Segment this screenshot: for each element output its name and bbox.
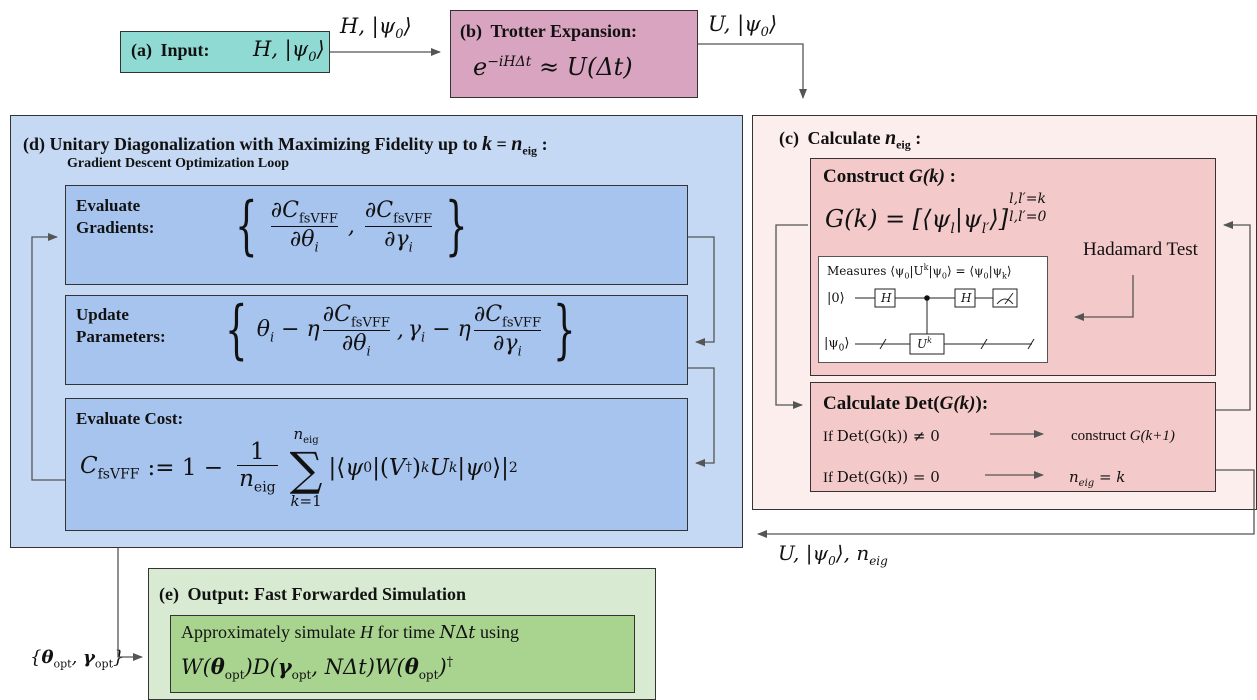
diagonalization-title: (d) Unitary Diagonalization with Maximiz… bbox=[23, 133, 548, 158]
cost-label: Evaluate Cost: bbox=[76, 409, 184, 428]
gradients-label-2: Gradients: bbox=[76, 218, 155, 237]
trotter-box-prefix: (b) bbox=[460, 21, 482, 41]
input-box: (a) Input: H, |ψ0⟩ bbox=[120, 31, 330, 73]
calculate-neig-title: Calculate neig : bbox=[807, 127, 922, 152]
arrow-cd-label: U, |ψ0⟩, neig bbox=[778, 541, 888, 568]
arrow-de-label: {θopt, γopt} bbox=[30, 647, 125, 671]
det-row-2-condition: If Det(G(k)) = 0 bbox=[823, 468, 940, 486]
gradients-label-1: Evaluate bbox=[76, 196, 141, 215]
hadamard-circuit: Measures ⟨ψ0|Uk|ψ0⟩ = ⟨ψ0|ψk⟩ |0⟩ |ψ0⟩ bbox=[818, 256, 1048, 363]
hadamard-test-label: Hadamard Test bbox=[1083, 239, 1198, 260]
input-box-prefix: (a) bbox=[131, 40, 152, 60]
calculate-det-title: Calculate Det(G(k)): bbox=[823, 393, 989, 414]
trotter-box: (b) Trotter Expansion: e−iHΔt ≈ U(Δt) bbox=[450, 10, 698, 98]
gradients-box: Evaluate Gradients: { ∂CfsVFF ∂θi , ∂Cfs… bbox=[65, 185, 688, 285]
construct-g-title: Construct G(k) : bbox=[823, 166, 956, 187]
input-box-math: H, |ψ0⟩ bbox=[253, 37, 325, 66]
output-line-1: Approximately simulate H for time NΔt us… bbox=[181, 622, 519, 643]
update-math: { θi − η ∂CfsVFF ∂θi , γi − η ∂CfsVFF ∂γ… bbox=[225, 293, 576, 368]
diagonalization-subtitle: Gradient Descent Optimization Loop bbox=[67, 156, 290, 171]
output-inner-box: Approximately simulate H for time NΔt us… bbox=[170, 615, 635, 693]
circuit-caption: Measures ⟨ψ0|Uk|ψ0⟩ = ⟨ψ0|ψk⟩ bbox=[827, 263, 1012, 281]
output-box-title: Output: Fast Forwarded Simulation bbox=[187, 584, 467, 604]
output-line-2: W(θopt)D(γopt, NΔt)W(θopt)† bbox=[181, 654, 454, 683]
cost-box: Evaluate Cost: CfsVFF := 1 − 1 neig neig… bbox=[65, 398, 688, 531]
arrow-ab-label: H, |ψ0⟩ bbox=[340, 14, 412, 43]
update-label-2: Parameters: bbox=[76, 327, 166, 346]
arrow-bc-label: U, |ψ0⟩ bbox=[708, 12, 778, 41]
calculate-det-box: Calculate Det(G(k)): If Det(G(k)) ≠ 0 co… bbox=[810, 382, 1216, 492]
det-row-1-condition: If Det(G(k)) ≠ 0 bbox=[823, 427, 940, 445]
update-box: Update Parameters: { θi − η ∂CfsVFF ∂θi … bbox=[65, 295, 688, 385]
output-box-prefix: (e) bbox=[159, 584, 179, 604]
gradients-math: { ∂CfsVFF ∂θi , ∂CfsVFF ∂γi } bbox=[235, 189, 468, 264]
trotter-box-math: e−iHΔt ≈ U(Δt) bbox=[473, 53, 633, 81]
input-box-title: Input: bbox=[160, 40, 210, 60]
det-row-1-result: construct G(k+1) bbox=[1071, 428, 1175, 444]
det-row-2-result: neig = k bbox=[1069, 468, 1126, 489]
circuit-ketpsi: |ψ0⟩ bbox=[824, 336, 850, 354]
trotter-box-title: Trotter Expansion: bbox=[490, 21, 638, 41]
calculate-neig-prefix: (c) bbox=[779, 128, 799, 148]
update-label-1: Update bbox=[76, 305, 129, 324]
circuit-ket0: |0⟩ bbox=[827, 291, 845, 306]
